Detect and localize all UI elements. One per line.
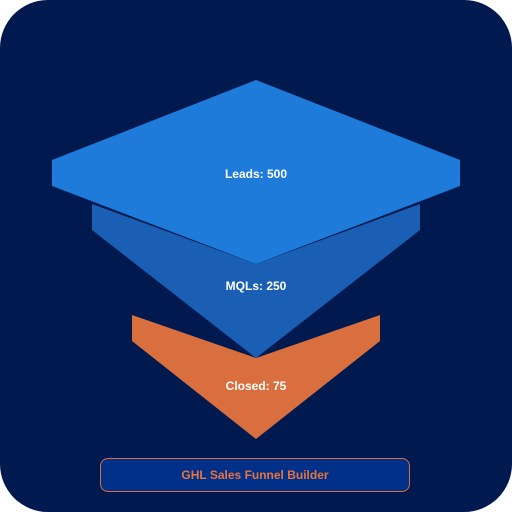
stage-label-mqls: MQLs: 250 xyxy=(225,279,287,293)
stage-label-closed: Closed: 75 xyxy=(225,379,287,393)
stage-label-leads: Leads: 500 xyxy=(224,167,288,181)
funnel-builder-title-text: GHL Sales Funnel Builder xyxy=(181,468,329,482)
funnel-builder-title-button[interactable]: GHL Sales Funnel Builder xyxy=(100,458,410,492)
funnel-stage-leads[interactable] xyxy=(52,80,460,264)
funnel-stage-mqls[interactable] xyxy=(92,204,420,358)
funnel-stage-closed[interactable] xyxy=(132,315,380,439)
